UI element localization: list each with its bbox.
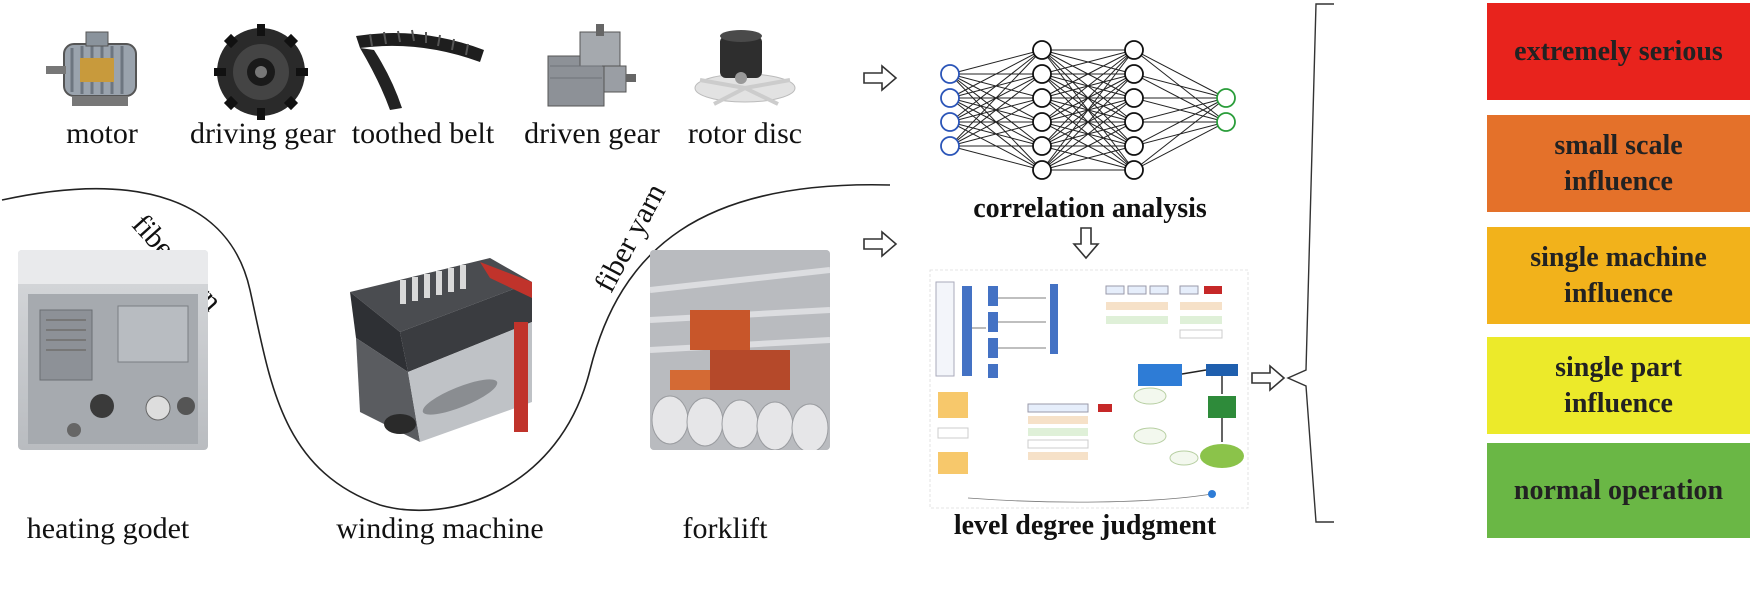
nn-connection [1041, 49, 1135, 147]
nn-connection [949, 97, 1043, 147]
level-single-part-influence: single part influence [1487, 337, 1750, 434]
nn-connection [949, 145, 1043, 171]
part-label-toothed-belt: toothed belt [351, 117, 495, 150]
nn-connection [1041, 49, 1135, 75]
driven-gear-image [540, 22, 640, 117]
nn-connection [1133, 97, 1227, 147]
nn-connection [949, 121, 1043, 147]
nn-connection [1041, 49, 1135, 171]
nn-node [940, 64, 960, 84]
nn-node [1032, 88, 1052, 108]
nn-connection [949, 73, 1043, 147]
nn-node [1032, 112, 1052, 132]
nn-node [940, 136, 960, 156]
part-label-driving-gear: driving gear [190, 117, 336, 150]
nn-connection [1133, 97, 1227, 171]
part-label-driven-gear: driven gear [524, 117, 660, 150]
nn-connection [949, 49, 1043, 99]
nn-node [940, 88, 960, 108]
nn-connection [1041, 97, 1135, 171]
machine-label-forklift: forklift [682, 512, 768, 545]
heating-godet-image [18, 250, 208, 450]
level-degree-judgment-label: level degree judgment [953, 510, 1217, 541]
nn-node [1124, 64, 1144, 84]
nn-connection [949, 49, 1043, 123]
part-label-motor: motor [66, 117, 138, 150]
nn-node [1032, 136, 1052, 156]
nn-node [1124, 40, 1144, 60]
nn-node [1032, 160, 1052, 180]
arrow-down-icon [1072, 227, 1100, 260]
part-label-rotor-disc: rotor disc [687, 117, 803, 150]
nn-connection [1041, 145, 1135, 171]
nn-connection [1041, 49, 1135, 99]
correlation-analysis-label: correlation analysis [973, 193, 1207, 224]
nn-connection [949, 49, 1043, 147]
nn-connection [1133, 121, 1227, 171]
level-label: small scale influence [1554, 129, 1683, 197]
nn-node [1124, 88, 1144, 108]
level-bracket [1286, 3, 1334, 523]
machine-label-heating-godet: heating godet [26, 512, 190, 545]
level-extremely-serious: extremely serious [1487, 3, 1750, 100]
level-label: single part influence [1555, 351, 1682, 419]
nn-node [1124, 160, 1144, 180]
rotor-disc-image [690, 22, 800, 117]
nn-node [1032, 64, 1052, 84]
arrow-right-icon [1251, 364, 1286, 392]
level-label: single machine influence [1530, 241, 1707, 309]
nn-node [1216, 112, 1236, 132]
winding-machine-image [340, 252, 535, 452]
nn-connection [1041, 121, 1135, 171]
nn-connection [1133, 49, 1227, 99]
level-small-scale-influence: small scale influence [1487, 115, 1750, 212]
nn-connection [1041, 49, 1135, 123]
forklift-image [650, 250, 830, 450]
toothed-belt-image [350, 22, 490, 117]
driving-gear-image [212, 22, 310, 122]
level-single-machine-influence: single machine influence [1487, 227, 1750, 324]
level-label: normal operation [1513, 474, 1724, 506]
nn-node [1032, 40, 1052, 60]
arrow-right-icon [863, 230, 898, 258]
neural-network-graphic [940, 40, 1236, 180]
level-label: extremely serious [1514, 35, 1723, 67]
nn-connection [1133, 97, 1227, 123]
judgment-flowchart-thumbnail [928, 268, 1250, 510]
arrow-right-icon [863, 64, 898, 92]
nn-node [1124, 136, 1144, 156]
level-normal-operation: normal operation [1487, 443, 1750, 538]
machine-label-winding-machine: winding machine [336, 512, 544, 545]
nn-node [1216, 88, 1236, 108]
motor-image [42, 22, 162, 117]
nn-node [940, 112, 960, 132]
nn-connection [1133, 73, 1227, 99]
nn-connection [949, 49, 1043, 75]
nn-node [1124, 112, 1144, 132]
nn-connection [1041, 73, 1135, 171]
